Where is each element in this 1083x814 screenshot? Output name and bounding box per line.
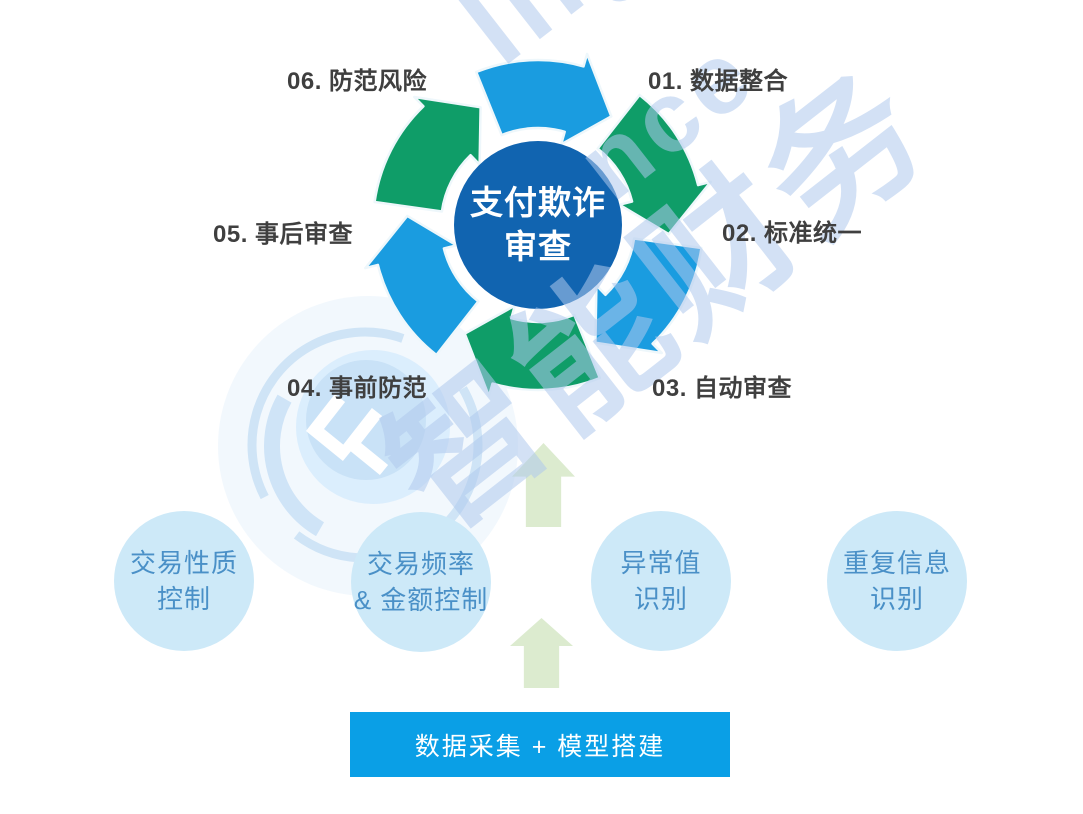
step-label-02-standard-unification: 02. 标准统一: [722, 220, 863, 247]
cycle-arrow-left-blue: [364, 214, 480, 357]
cycle-arrow-right-green: [596, 93, 712, 236]
feature-label-line1: 交易频率: [366, 548, 475, 579]
up-arrow-icon-bottom: [510, 618, 573, 688]
step-label-06-risk-prevention: 06. 防范风险: [287, 68, 428, 95]
feature-label-line1: 重复信息: [842, 547, 951, 578]
cycle-arrow-top-blue: [474, 52, 613, 146]
feature-label-line2: 识别: [633, 584, 688, 614]
step-label-01-data-integration: 01. 数据整合: [648, 68, 789, 95]
step-label-04-advance-prevention: 04. 事前防范: [287, 375, 428, 402]
cycle-arrow-bottom-green: [463, 304, 602, 398]
foundation-bar: 数据采集 + 模型搭建: [350, 712, 730, 777]
logo-watermark-thick-arc: [264, 342, 473, 550]
feature-label-line2: 控制: [156, 584, 211, 614]
foundation-bar-label: 数据采集 + 模型搭建: [414, 732, 666, 761]
feature-label-line2: & 金额控制: [353, 585, 489, 615]
logo-watermark: [218, 296, 518, 596]
cycle-diagram: [364, 52, 712, 398]
feature-circle-outlier-detection: 异常值 识别: [591, 511, 731, 651]
cycle-center-circle: [454, 141, 622, 309]
cycle-arrow-bottom-right-blue: [594, 237, 703, 355]
cycle-center-title-line2: 审查: [504, 227, 572, 265]
feature-circle-transaction-nature: 交易性质 控制: [114, 511, 254, 651]
feature-label-line2: 识别: [869, 584, 924, 614]
step-label-05-post-review: 05. 事后审查: [213, 221, 354, 248]
step-label-03-automatic-review: 03. 自动审查: [652, 375, 793, 402]
feature-circle-frequency-amount: 交易频率 & 金额控制: [351, 512, 491, 652]
feature-circle-duplicate-detection: 重复信息 识别: [827, 511, 967, 651]
feature-label-line1: 异常值: [620, 547, 702, 578]
logo-watermark-chevron-1: [305, 393, 352, 462]
feature-label-line1: 交易性质: [129, 547, 238, 578]
logo-watermark-chevron-2: [342, 407, 389, 476]
cycle-arrow-top-left-green: [373, 95, 482, 213]
cycle-center-title-line1: 支付欺诈: [470, 184, 606, 221]
cycle-center-title: 支付欺诈 审查: [438, 181, 638, 268]
